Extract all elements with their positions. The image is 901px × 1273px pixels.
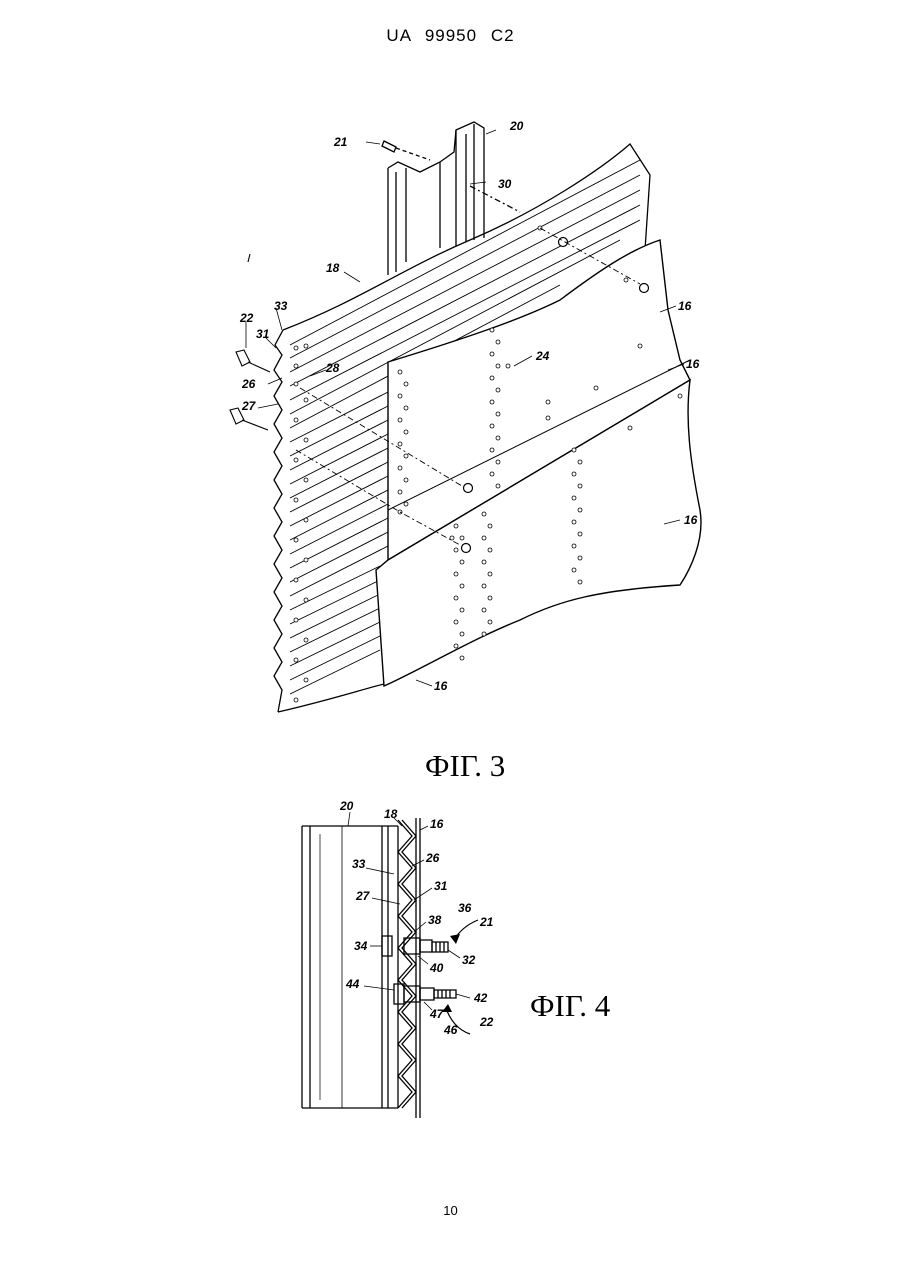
fig4-label-22: 22 bbox=[479, 1015, 494, 1029]
fig4-label-20: 20 bbox=[339, 799, 354, 813]
fig4-label-31: 31 bbox=[434, 879, 448, 893]
fig4-label-46: 46 bbox=[443, 1023, 458, 1037]
fig4-label-27: 27 bbox=[355, 889, 371, 903]
fig4-label-26: 26 bbox=[425, 851, 440, 865]
fig4-label-44: 44 bbox=[345, 977, 360, 991]
figure-4-caption: ФІГ. 4 bbox=[530, 988, 610, 1024]
fig4-label-34: 34 bbox=[354, 939, 368, 953]
fig4-label-42: 42 bbox=[473, 991, 488, 1005]
page-number: 10 bbox=[0, 1203, 901, 1218]
fig4-label-32: 32 bbox=[462, 953, 476, 967]
fig4-label-21: 21 bbox=[479, 915, 494, 929]
fig4-label-47: 47 bbox=[429, 1007, 445, 1021]
fig4-label-38: 38 bbox=[428, 913, 442, 927]
fig4-label-40: 40 bbox=[429, 961, 444, 975]
fig4-label-36: 36 bbox=[458, 901, 472, 915]
figure-4-drawing: 20 18 16 33 26 27 31 38 36 21 34 40 32 4… bbox=[0, 0, 901, 1150]
fig4-label-18: 18 bbox=[384, 807, 398, 821]
fig4-label-16: 16 bbox=[430, 817, 444, 831]
fig4-label-33: 33 bbox=[352, 857, 366, 871]
